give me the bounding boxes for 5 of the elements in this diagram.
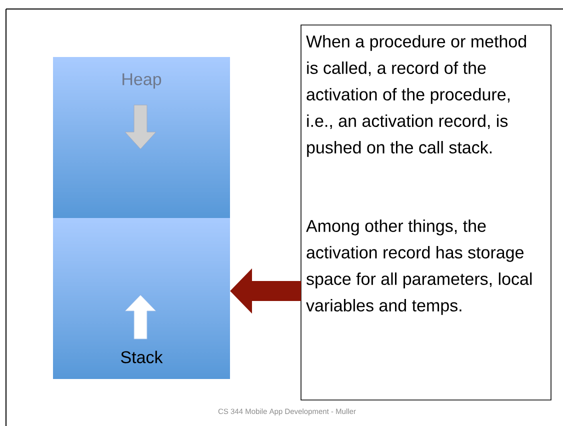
text-box: [300, 24, 552, 400]
box-label: Heap: [122, 73, 162, 89]
box-label: Stack: [121, 350, 163, 364]
paragraph: Among other things, the activation record has storage space for all parameters, local variables and temps.: [306, 220, 532, 315]
paragraph: When a procedure or method is called, a record of the activation of the procedure, i.e., an activation record, is pushed on the call stack.: [306, 35, 526, 157]
